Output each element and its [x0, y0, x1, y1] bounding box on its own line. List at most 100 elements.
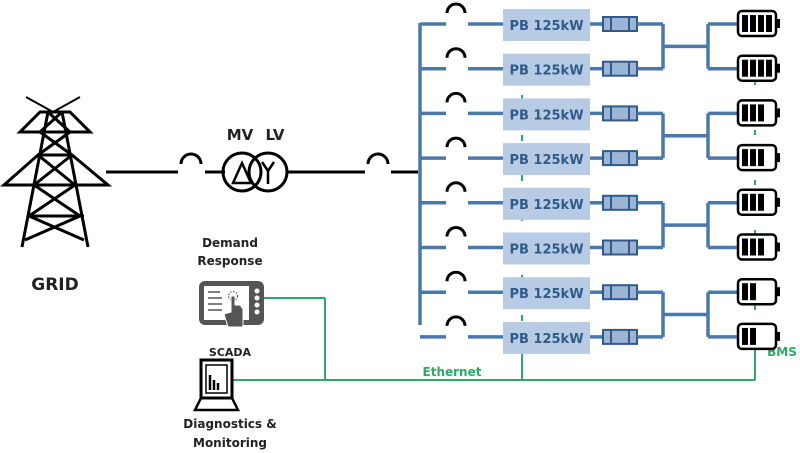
breaker-icon [445, 270, 467, 282]
breaker-icon [445, 315, 467, 327]
scada-label: SCADA [209, 346, 252, 359]
dc-filter-icon [602, 16, 638, 32]
converter-label: PB 125kW [509, 332, 583, 347]
converter-box [503, 143, 590, 176]
battery-terminal [776, 242, 780, 252]
battery-level-bar [750, 193, 756, 211]
battery-terminal [776, 153, 780, 163]
battery-level-bar [758, 59, 764, 77]
grid-label: GRID [31, 275, 78, 295]
dc-pair-tie [661, 202, 710, 248]
battery-level-bar [750, 104, 756, 122]
battery-level-bar [742, 15, 748, 32]
battery-level-bar [742, 59, 748, 77]
converter-box [503, 9, 590, 41]
battery-level-bar [742, 149, 748, 167]
battery-terminal [776, 331, 780, 341]
battery-icon [736, 54, 780, 82]
converter-box [503, 98, 590, 131]
wye-symbol-icon [260, 161, 276, 184]
dc-filter-icon [602, 284, 638, 301]
converter-box [503, 53, 590, 86]
battery-level-bar [742, 327, 748, 345]
converter-label: PB 125kW [509, 19, 583, 34]
demand-response-tablet-icon [199, 281, 264, 328]
converter-label: PB 125kW [509, 64, 583, 79]
battery-icon [736, 9, 780, 38]
breaker-icon [445, 2, 467, 14]
dc-filter-icon [602, 194, 638, 211]
converter-box [503, 232, 590, 265]
battery-level-bar [750, 59, 756, 77]
main-feeder [106, 151, 418, 193]
transmission-tower-icon [0, 96, 113, 248]
battery-terminal [776, 108, 780, 118]
battery-level-bar [742, 238, 748, 256]
converter-row: PB 125kW [420, 136, 780, 176]
battery-icon [736, 322, 780, 351]
battery-level-bar [758, 104, 764, 122]
battery-level-bar [742, 193, 748, 211]
battery-terminal [776, 63, 780, 73]
battery-level-bar [750, 15, 756, 32]
battery-terminal [776, 287, 780, 297]
ethernet-label: Ethernet [423, 365, 482, 379]
converter-row: PB 125kW [420, 226, 780, 265]
battery-level-bar [742, 104, 748, 122]
ethernet-network [233, 30, 756, 381]
converter-box [503, 277, 590, 310]
converter-label: PB 125kW [509, 108, 583, 123]
demand-response-label-2: Response [197, 254, 262, 268]
battery-terminal [776, 197, 780, 207]
dc-filter-icon [602, 105, 638, 122]
mv-label: MV [227, 126, 254, 144]
battery-icon [736, 233, 780, 261]
breaker-icon [445, 47, 467, 58]
dc-pair-tie [661, 24, 710, 69]
converter-row: PB 125kW [420, 47, 780, 86]
dc-pair-tie [661, 292, 710, 337]
dc-pair-tie [661, 113, 710, 159]
battery-icon [736, 99, 780, 127]
transformer-primary-coil [221, 151, 263, 193]
battery-level-bar [742, 283, 748, 301]
battery-level-bar [750, 283, 756, 301]
breaker-icon [445, 91, 467, 103]
breaker-icon [445, 226, 467, 237]
battery-terminal [776, 19, 780, 28]
breaker-icon [179, 152, 203, 165]
dc-filter-icon [602, 60, 638, 77]
scada-laptop-icon [192, 358, 241, 412]
demand-response-label-1: Demand [202, 236, 258, 250]
battery-level-bar [758, 193, 764, 211]
battery-level-bar [750, 327, 756, 345]
converter-row: PB 125kW [420, 91, 780, 131]
converter-label: PB 125kW [509, 198, 583, 213]
breaker-icon [366, 152, 390, 165]
battery-level-bar [766, 15, 772, 32]
converter-row: PB 125kW [420, 181, 780, 220]
battery-level-bar [766, 59, 772, 77]
dc-filter-icon [602, 150, 638, 167]
battery-level-bar [750, 149, 756, 167]
diagnostics-label-1: Diagnostics & [183, 417, 276, 431]
diagnostics-label-2: Monitoring [193, 436, 267, 450]
battery-level-bar [758, 15, 764, 32]
converter-label: PB 125kW [509, 153, 583, 168]
converter-label: PB 125kW [509, 243, 583, 258]
converter-label: PB 125kW [509, 287, 583, 302]
dc-filter-icon [602, 239, 638, 256]
breaker-icon [445, 136, 467, 148]
battery-icon [736, 188, 780, 217]
converter-row: PB 125kW [420, 270, 780, 310]
converter-row: PB 125kW [420, 2, 780, 41]
battery-level-bar [758, 149, 764, 167]
breaker-icon [445, 181, 467, 192]
converter-row: PB 125kW [420, 315, 780, 354]
converter-box [503, 187, 590, 220]
converter-box [503, 321, 590, 354]
lv-label: LV [265, 126, 284, 144]
battery-icon [736, 277, 780, 306]
